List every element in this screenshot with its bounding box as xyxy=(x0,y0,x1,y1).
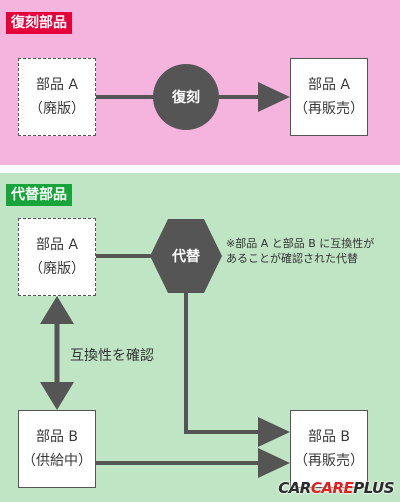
part-b-status: （供給中） xyxy=(22,453,92,469)
part-b-resale-label: 部品 B xyxy=(307,429,351,445)
part-a-resale-label: 部品 A xyxy=(307,77,351,93)
hex-to-target-arrowhead xyxy=(258,417,290,447)
restoration-badge: 復刻部品 xyxy=(6,12,72,34)
part-b-resale-status: （再販売） xyxy=(294,453,364,469)
part-a-obsolete-box-2: 部品 A （廃版） xyxy=(18,218,96,296)
note-line-1: ※部品 A と部品 B に互換性が xyxy=(226,237,375,250)
note-line-2: あることが確認された代替 xyxy=(226,252,358,265)
part-a-resale-box: 部品 A （再販売） xyxy=(290,58,368,136)
restore-label: 復刻 xyxy=(172,90,200,106)
b-to-target-arrowhead xyxy=(258,448,290,478)
part-a-obsolete-box: 部品 A （廃版） xyxy=(18,58,96,136)
part-b-label: 部品 B xyxy=(35,429,79,445)
part-a-status-2: （廃版） xyxy=(29,261,85,277)
carcareplus-logo: CARCAREPLUS xyxy=(278,479,394,497)
compat-arrow-down xyxy=(40,382,74,410)
logo-plus: PLUS xyxy=(353,479,394,497)
substitution-badge: 代替部品 xyxy=(6,184,72,206)
compat-arrow-up xyxy=(40,296,74,324)
part-b-supply-box: 部品 B （供給中） xyxy=(18,410,96,488)
part-a-label-2: 部品 A xyxy=(35,237,79,253)
compatibility-check-label: 互換性を確認 xyxy=(70,348,154,364)
hex-to-target-line xyxy=(184,293,262,434)
part-b-resale-box: 部品 B （再販売） xyxy=(290,410,368,488)
substitute-label: 代替 xyxy=(172,249,200,265)
top-arrow-head xyxy=(258,82,290,112)
logo-car: CAR xyxy=(278,479,311,497)
restore-circle xyxy=(153,64,219,130)
substitute-hexagon xyxy=(150,219,222,293)
part-a-resale-status: （再販売） xyxy=(294,101,364,117)
logo-care: CARE xyxy=(310,479,354,497)
part-a-label: 部品 A xyxy=(35,77,79,93)
compatibility-note: ※部品 A と部品 B に互換性が あることが確認された代替 xyxy=(226,236,374,266)
part-a-status: （廃版） xyxy=(29,101,85,117)
